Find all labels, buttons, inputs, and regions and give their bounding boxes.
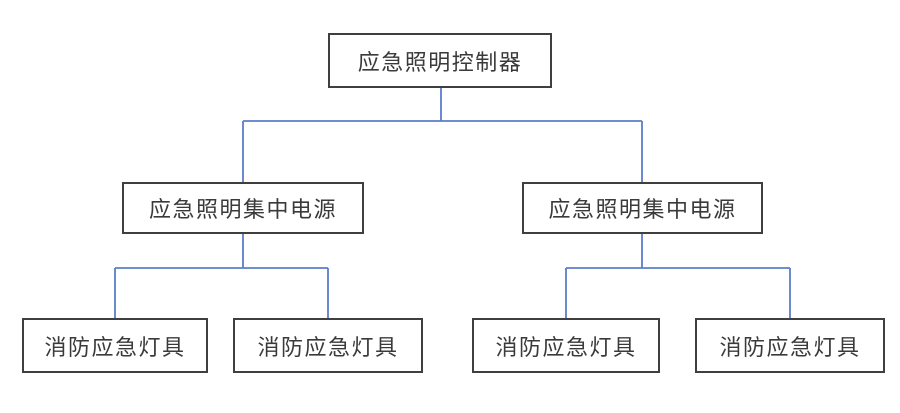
node-label: 消防应急灯具 bbox=[719, 334, 861, 360]
node-centralized-power-supply-right: 应急照明集中电源 bbox=[522, 182, 763, 234]
node-centralized-power-supply-left: 应急照明集中电源 bbox=[122, 182, 364, 234]
node-label: 消防应急灯具 bbox=[44, 334, 186, 360]
node-fire-emergency-lamp-4: 消防应急灯具 bbox=[695, 318, 885, 373]
connector-right-power-to-lamps bbox=[565, 234, 791, 318]
node-fire-emergency-lamp-2: 消防应急灯具 bbox=[233, 318, 423, 373]
node-label: 消防应急灯具 bbox=[257, 334, 399, 360]
node-label: 应急照明集中电源 bbox=[548, 197, 737, 222]
connector-left-power-to-lamps bbox=[114, 234, 329, 318]
node-emergency-lighting-controller: 应急照明控制器 bbox=[328, 33, 552, 88]
connector-controller-to-power-supplies bbox=[242, 88, 643, 182]
node-label: 应急照明控制器 bbox=[357, 49, 523, 75]
node-label: 消防应急灯具 bbox=[495, 334, 637, 360]
node-fire-emergency-lamp-3: 消防应急灯具 bbox=[472, 318, 660, 373]
node-label: 应急照明集中电源 bbox=[148, 197, 337, 222]
node-fire-emergency-lamp-1: 消防应急灯具 bbox=[22, 318, 208, 373]
